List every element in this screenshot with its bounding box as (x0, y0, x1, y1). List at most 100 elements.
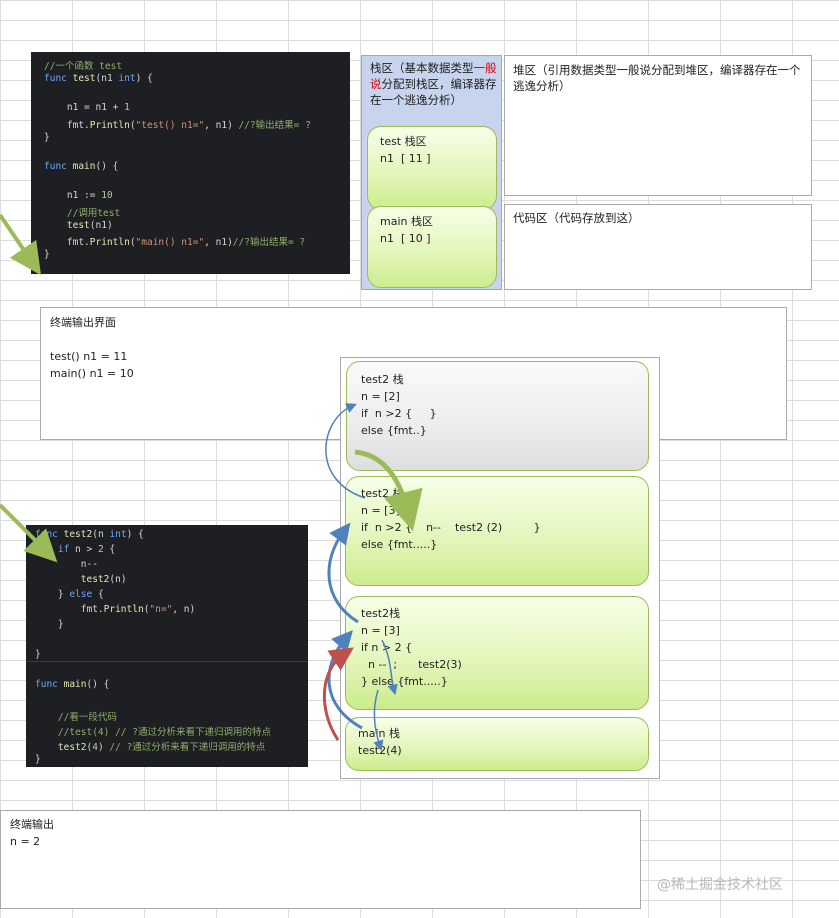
main-stack-frame: main 栈区 n1 [ 10 ] (367, 206, 497, 288)
code-token: fmt. (44, 237, 90, 249)
terminal-line: test() n1 = 11 (50, 350, 128, 363)
code-token: 10 (101, 190, 113, 202)
code-token: test (72, 72, 96, 84)
code-token: n > (69, 544, 98, 555)
code-divider (26, 661, 308, 662)
code-token: } (35, 754, 41, 765)
code-token: Println (89, 119, 130, 131)
terminal-output-2: 终端输出 n = 2 (0, 810, 641, 909)
code-token: (n (92, 529, 110, 540)
stack-area-title: 栈区（基本数据类型一般说分配到栈区，编译器存在一个逃逸分析） (370, 61, 497, 107)
code-token: () { (86, 679, 110, 690)
code-line: func test2(n int) { (35, 529, 144, 540)
code-token: test2 (63, 529, 93, 540)
code-token: main (63, 679, 87, 690)
terminal-line: n = 2 (10, 835, 41, 848)
code-token: ) (97, 742, 110, 753)
code-line: func main() { (35, 679, 109, 690)
code-line: n-- (35, 559, 98, 570)
code-token: //一个函数 test (44, 61, 123, 72)
code-token: 4 (92, 742, 98, 753)
code-line: test2(4) // ?通过分析来看下递归调用的特点 (35, 739, 265, 753)
code-line: } (44, 132, 50, 143)
code-token: func (44, 72, 73, 84)
code-token: "test() n1=" (135, 119, 205, 131)
code-line: //看一段代码 (35, 709, 117, 723)
code-token: { (92, 589, 104, 600)
test-stack-frame: test 栈区 n1 [ 11 ] (367, 126, 497, 210)
code-line: n1 := 10 (44, 190, 113, 201)
code-token: func (44, 160, 73, 172)
code-line: func test(n1 int) { (44, 73, 153, 84)
code-token: n1 := (44, 190, 102, 202)
code-token: //调用test (44, 208, 121, 219)
main-stack-frame-2: main 栈 test2(4) (345, 717, 649, 771)
code-token: // ?通过分析来看下递归调用的特点 (109, 742, 266, 753)
code-token: else (69, 589, 93, 600)
code-line: fmt.Println("n=", n) (35, 604, 195, 615)
code-token: (n1) (89, 219, 113, 231)
code-token: //看一段代码 (35, 712, 117, 723)
code-line: fmt.Println("main() n1=", n1)//?输出结果= ? (44, 234, 305, 248)
code-token: ) { (135, 72, 153, 84)
code-token: n1 = n1 + (44, 102, 125, 114)
heap-area: 堆区（引用数据类型一般说分配到堆区，编译器存在一个逃逸分析） (504, 55, 812, 196)
code-token: } (35, 619, 64, 630)
code-token: //?输出结果= ? (232, 237, 306, 249)
code-token: ( (129, 237, 136, 249)
code-line: } (35, 754, 41, 765)
watermark: @稀土掘金技术社区 (657, 877, 783, 893)
code-line: //一个函数 test (44, 58, 122, 72)
code-token (35, 742, 58, 753)
code-token: ) { (126, 529, 144, 540)
code-token: func (35, 679, 64, 690)
test2-stack-frame-n3: test2栈 n = [3] if n > 2 { n -- ; test2(3… (345, 596, 649, 710)
code-token: () { (95, 160, 119, 172)
code-token: ( (86, 742, 93, 753)
code-line: test2(n) (35, 574, 127, 585)
code-token: main (72, 160, 96, 172)
code-token (44, 220, 67, 231)
terminal-title: 终端输出界面 (50, 316, 116, 329)
terminal-title: 终端输出 (10, 818, 54, 831)
code-token: test2 (57, 742, 87, 753)
code-token: //test(4) // ?通过分析来看下递归调用的特点 (35, 727, 271, 738)
code-token: fmt. (44, 119, 90, 131)
code-line: n1 = n1 + 1 (44, 102, 130, 113)
code-token: , n1) (204, 119, 239, 131)
code-token: { (103, 544, 116, 555)
code-token: 2 (97, 544, 104, 555)
code-token: test2 (80, 574, 110, 585)
code-token: 1 (124, 102, 130, 114)
code-token: ( (143, 604, 150, 615)
code-line: func main() { (44, 161, 118, 172)
code-token: (n) (109, 574, 127, 585)
code-token: } (44, 131, 50, 143)
code-line: test(n1) (44, 220, 113, 231)
code-line: if n > 2 { (35, 544, 115, 555)
test2-stack-frame-n3-top: test2 栈 n = [3] if n >2 { n-- test2 (2) … (345, 476, 649, 586)
code-token: "n=" (149, 604, 173, 615)
code-line: } (44, 249, 50, 260)
stack-area: 栈区（基本数据类型一般说分配到栈区，编译器存在一个逃逸分析） test 栈区 n… (361, 55, 502, 290)
code-token (35, 574, 81, 585)
code-token: ( (129, 119, 136, 131)
code-token: test (66, 219, 90, 231)
code-token: int (109, 529, 127, 540)
code-token: int (118, 72, 136, 84)
code-token: n-- (35, 559, 98, 570)
code-token: func (35, 529, 64, 540)
code-token: fmt. (35, 604, 104, 615)
code-token: } (35, 649, 41, 660)
code-line: //调用test (44, 205, 120, 219)
code-line: } else { (35, 589, 104, 600)
code-token: //?输出结果= ? (238, 119, 311, 131)
code-token: } (44, 249, 50, 261)
code-line: //test(4) // ?通过分析来看下递归调用的特点 (35, 724, 271, 738)
code-token: if (35, 544, 70, 555)
green-arrow-top (0, 213, 42, 276)
code-block-test2: func test2(n int) { if n > 2 { n-- test2… (26, 525, 308, 767)
terminal-line: main() n1 = 10 (50, 367, 134, 380)
code-token: , n) (172, 604, 196, 615)
